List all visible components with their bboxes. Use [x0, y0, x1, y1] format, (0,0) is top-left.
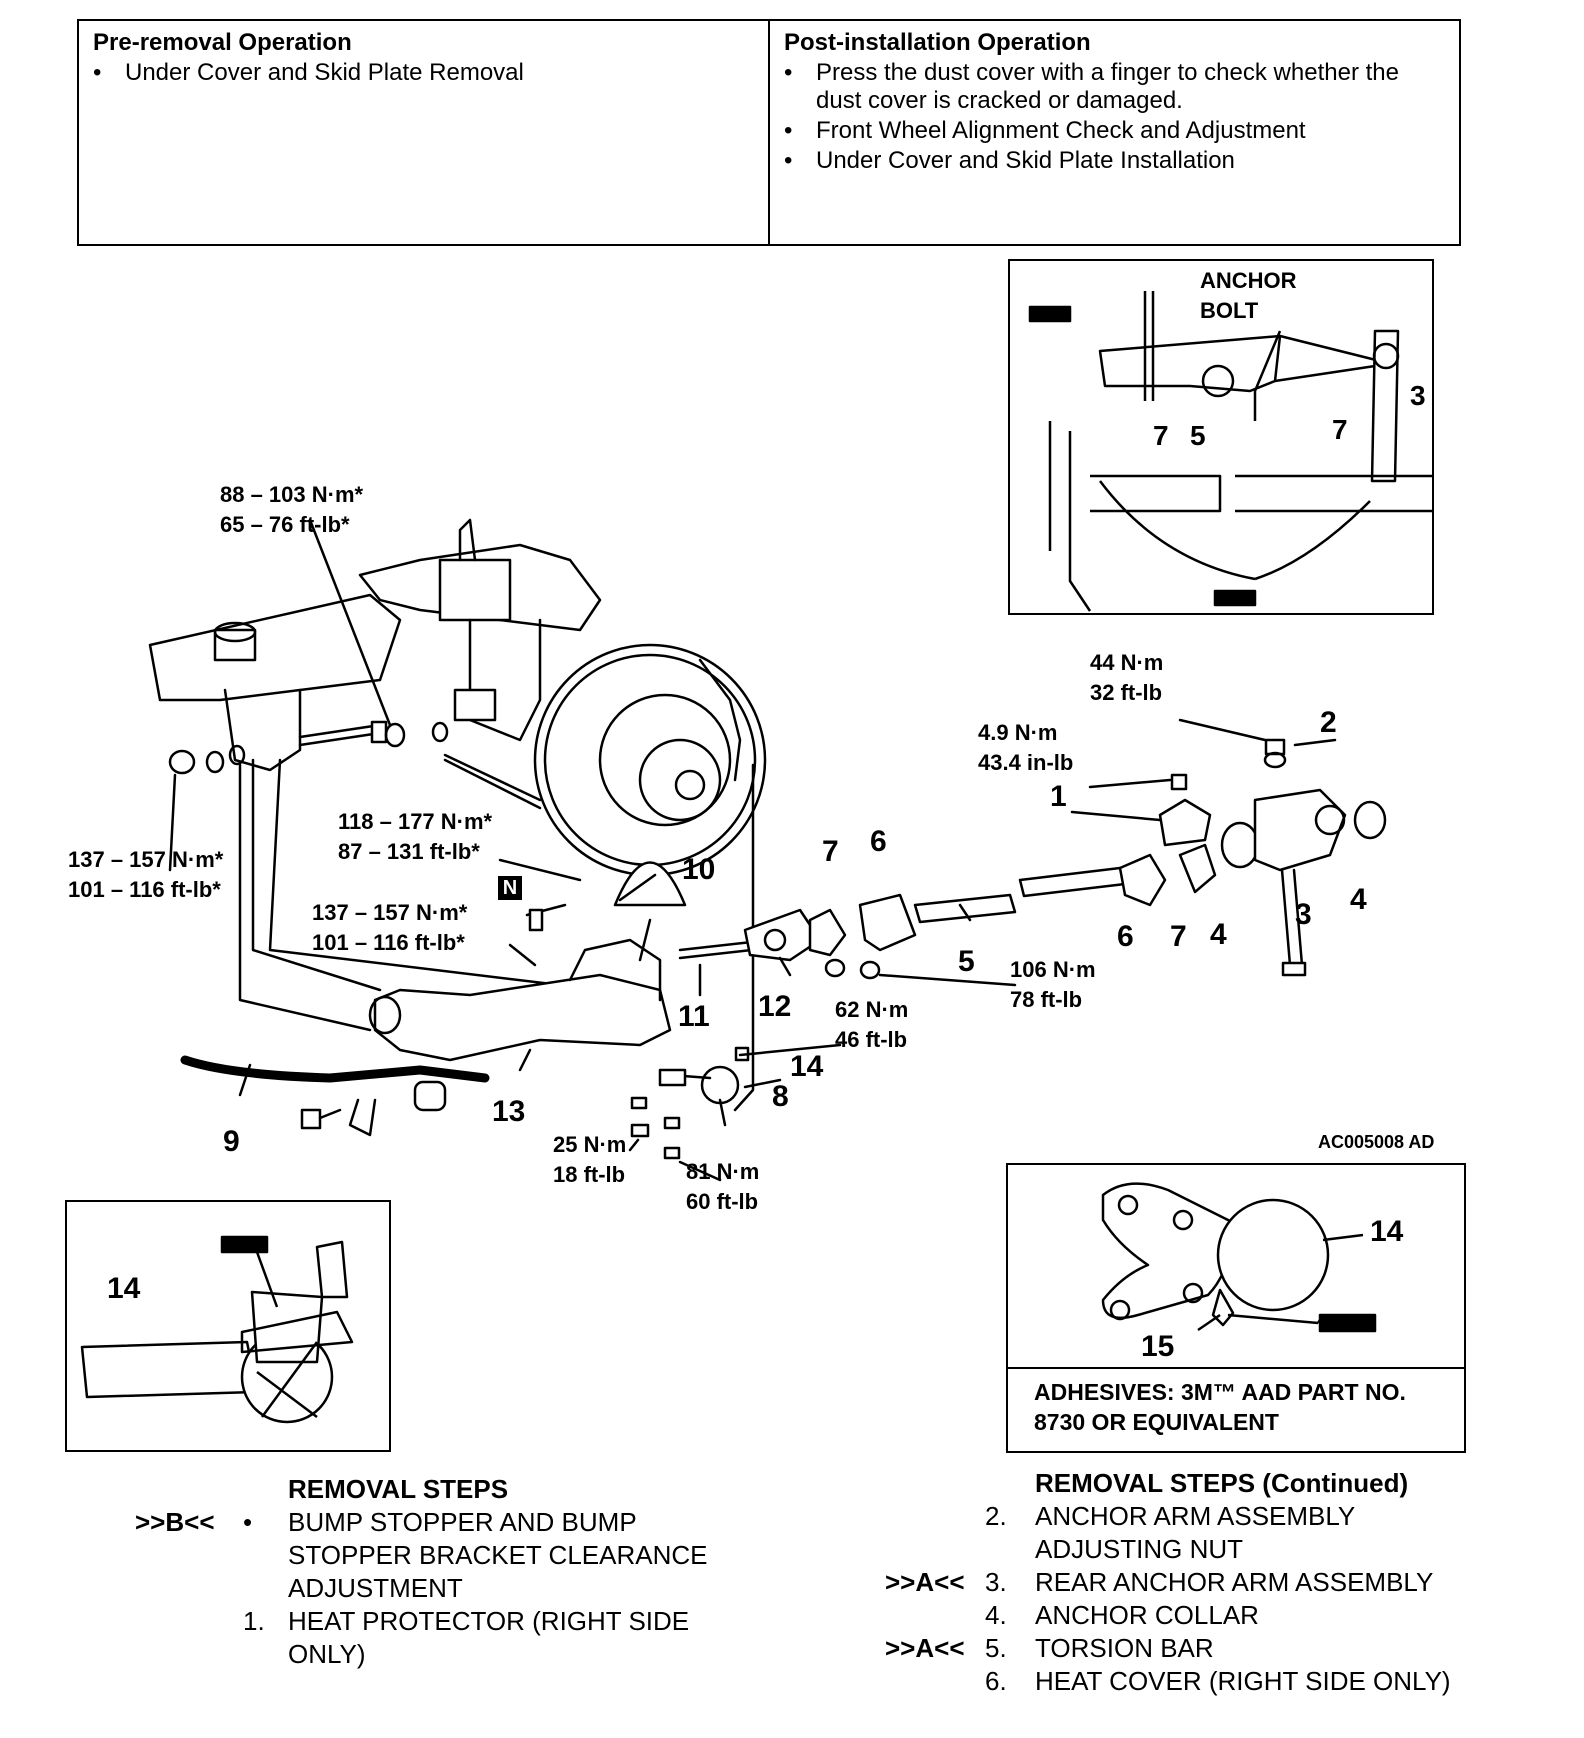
ball-joint-plate-drawing	[1101, 1182, 1377, 1333]
inset-left-callout: 14	[107, 1272, 141, 1305]
step-text: TORSION BAR	[1035, 1633, 1214, 1663]
step-index: 6.	[985, 1666, 1007, 1696]
step-mark: >>A<<	[885, 1567, 965, 1597]
torque-label: 137 – 157 N·m*	[68, 847, 224, 872]
figure-code: AC005008 AD	[1318, 1132, 1435, 1152]
post-installation-item: Under Cover and Skid Plate Installation	[784, 147, 1447, 175]
part-callout: 1	[1050, 780, 1067, 813]
torque-label: 87 – 131 ft-lb*	[338, 839, 480, 864]
torque-label: 25 N·m	[553, 1132, 627, 1157]
inset-right-callout: 14	[1370, 1215, 1404, 1248]
removal-step: >>B<< • BUMP STOPPER AND BUMP STOPPER BR…	[135, 1506, 775, 1605]
torque-label: 4.9 N·m	[978, 720, 1058, 745]
torque-label: 101 – 116 ft-lb*	[68, 877, 221, 902]
inset-anchor-bolt: ANCHOR BOLT 3 7 5 7	[1008, 259, 1434, 615]
part-callout: 8	[772, 1080, 789, 1113]
part-callout: 13	[492, 1095, 526, 1128]
post-installation-cell: Post-installation Operation Press the du…	[768, 19, 1461, 246]
anchor-label-line2: BOLT	[1200, 298, 1259, 323]
pre-removal-cell: Pre-removal Operation Under Cover and Sk…	[77, 19, 770, 246]
torque-label: 18 ft-lb	[553, 1162, 626, 1187]
inset-divider	[1008, 1367, 1464, 1369]
pre-removal-heading: Pre-removal Operation	[93, 29, 352, 56]
part-callout: 5	[958, 945, 975, 978]
inset-callout: 7	[1332, 414, 1348, 445]
part-callout: 7	[1170, 920, 1187, 953]
torque-label: 44 N·m	[1090, 650, 1164, 675]
new-part-marker: N	[498, 876, 522, 900]
torque-label: 32 ft-lb	[1090, 680, 1163, 705]
step-mark: >>B<<	[135, 1507, 215, 1537]
removal-step: >>A<< 5. TORSION BAR	[885, 1632, 1475, 1665]
torque-label: 106 N·m	[1010, 957, 1096, 982]
torque-label: 101 – 116 ft-lb*	[312, 930, 465, 955]
part-callout: 4	[1350, 883, 1367, 916]
step-index: 3.	[985, 1567, 1007, 1597]
torque-label: 81 N·m	[686, 1159, 760, 1184]
inset-ball-joint-left: 14	[65, 1200, 391, 1452]
part-callout: 12	[758, 990, 792, 1023]
step-index: 5.	[985, 1633, 1007, 1663]
part-callout: 11	[678, 1000, 710, 1033]
operations-table: Pre-removal Operation Under Cover and Sk…	[77, 19, 1461, 246]
torque-label: 60 ft-lb	[686, 1189, 759, 1214]
torque-label: 46 ft-lb	[835, 1027, 908, 1052]
step-text: BUMP STOPPER AND BUMP STOPPER BRACKET CL…	[288, 1507, 708, 1603]
part-callout: 6	[1117, 920, 1134, 953]
torque-label: 65 – 76 ft-lb*	[220, 512, 350, 537]
post-installation-item: Front Wheel Alignment Check and Adjustme…	[784, 117, 1447, 145]
part-callout: 7	[822, 835, 839, 868]
step-text: HEAT PROTECTOR (RIGHT SIDE ONLY)	[288, 1606, 690, 1669]
adhesive-note: ADHESIVES: 3M™ AAD PART NO. 8730 OR EQUI…	[1034, 1379, 1406, 1435]
part-callout: 6	[870, 825, 887, 858]
part-callout: 14	[790, 1050, 824, 1083]
removal-step: 4. ANCHOR COLLAR	[885, 1599, 1475, 1632]
removal-step: 2. ANCHOR ARM ASSEMBLY ADJUSTING NUT	[885, 1500, 1475, 1566]
anchor-label-line1: ANCHOR	[1200, 268, 1297, 293]
inset-callout: 5	[1190, 420, 1206, 451]
torque-label: 78 ft-lb	[1010, 987, 1083, 1012]
inset-callout: 3	[1410, 380, 1426, 411]
removal-step: >>A<< 3. REAR ANCHOR ARM ASSEMBLY	[885, 1566, 1475, 1599]
part-callout: 10	[682, 853, 716, 886]
step-text: HEAT COVER (RIGHT SIDE ONLY)	[1035, 1666, 1451, 1696]
removal-steps-left: REMOVAL STEPS >>B<< • BUMP STOPPER AND B…	[135, 1473, 775, 1671]
post-installation-item: Press the dust cover with a finger to ch…	[784, 59, 1447, 115]
part-callout: 3	[1295, 898, 1312, 931]
removal-steps-heading: REMOVAL STEPS	[288, 1474, 509, 1504]
torque-label: 137 – 157 N·m*	[312, 900, 468, 925]
pre-removal-item: Under Cover and Skid Plate Removal	[93, 59, 756, 87]
part-callout: 2	[1320, 706, 1337, 739]
part-callout: 4	[1210, 918, 1227, 951]
post-installation-heading: Post-installation Operation	[784, 29, 1091, 56]
step-text: ANCHOR ARM ASSEMBLY ADJUSTING NUT	[1035, 1501, 1355, 1564]
step-mark: >>A<<	[885, 1633, 965, 1663]
step-index: 2.	[985, 1501, 1007, 1531]
step-index: 4.	[985, 1600, 1007, 1630]
torque-label: 62 N·m	[835, 997, 909, 1022]
removal-steps-heading: REMOVAL STEPS (Continued)	[1035, 1468, 1409, 1498]
step-index: •	[243, 1507, 253, 1537]
part-callout: 9	[223, 1125, 240, 1158]
step-text: REAR ANCHOR ARM ASSEMBLY	[1035, 1567, 1434, 1597]
ball-joint-boot-drawing	[80, 1235, 354, 1424]
torque-label: 118 – 177 N·m*	[338, 809, 493, 834]
inset-ball-joint-right: 14 15 ADHESIVES: 3M™ AAD PART NO. 8730 O…	[1006, 1163, 1466, 1453]
removal-step: 1. HEAT PROTECTOR (RIGHT SIDE ONLY)	[135, 1605, 775, 1671]
step-text: ANCHOR COLLAR	[1035, 1600, 1259, 1630]
torque-label: 88 – 103 N·m*	[220, 482, 364, 507]
removal-steps-right: REMOVAL STEPS (Continued) 2. ANCHOR ARM …	[885, 1467, 1475, 1698]
torque-label: 43.4 in-lb	[978, 750, 1074, 775]
anchor-bolt-drawing	[1028, 291, 1432, 612]
removal-step: 6. HEAT COVER (RIGHT SIDE ONLY)	[885, 1665, 1475, 1698]
inset-right-callout: 15	[1141, 1330, 1175, 1363]
inset-callout: 7	[1153, 420, 1169, 451]
step-index: 1.	[243, 1606, 265, 1636]
